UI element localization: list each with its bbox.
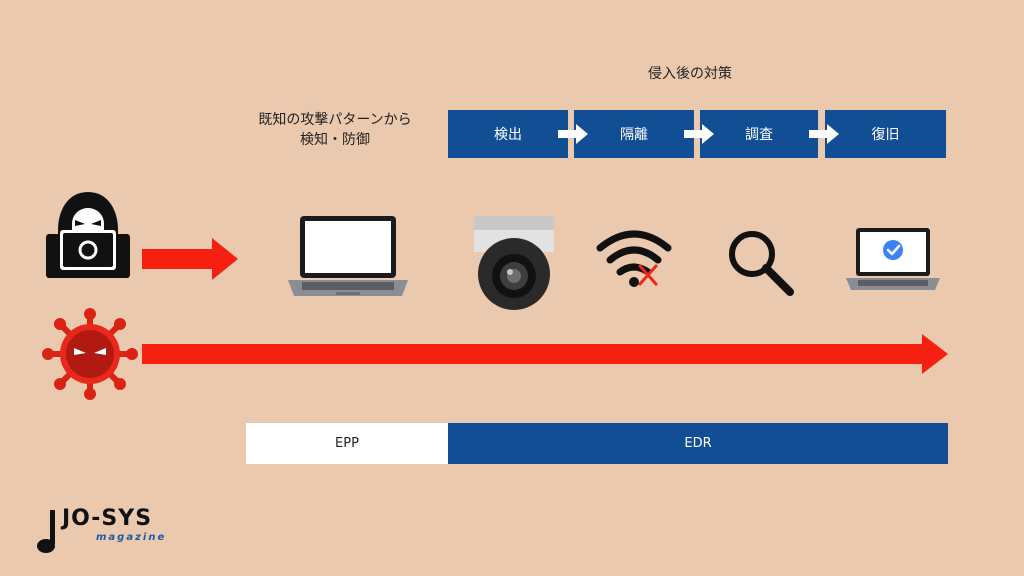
step-isolate: 隔離 [574,110,694,158]
step-arrow-icon [558,124,588,144]
intrusion-arrow-short [142,238,238,280]
known-attack-caption: 既知の攻撃パターンから 検知・防御 [240,110,430,150]
step-arrow-icon [809,124,839,144]
verified-laptop-icon [846,228,940,290]
step-arrow-icon [684,124,714,144]
step-recover: 復旧 [825,110,946,158]
logo-brand: JO-SYS [62,506,153,531]
laptop-icon [288,216,408,296]
hacker-icon [46,192,130,278]
step-detect: 検出 [448,110,568,158]
security-camera-icon [474,216,554,310]
known-attack-line-1: 既知の攻撃パターンから [258,112,412,128]
post-intrusion-title: 侵入後の対策 [648,66,732,82]
magnifier-icon [729,231,794,296]
epp-bar: EPP [246,423,448,464]
step-investigate: 調査 [700,110,818,158]
jo-sys-logo: JO-SYS magazine [36,506,186,556]
attack-arrow-long [142,334,948,374]
known-attack-line-2: 検知・防御 [300,132,370,148]
virus-icon [42,308,138,400]
music-note-icon [37,510,55,553]
wifi-off-icon [596,230,672,287]
logo-tagline: magazine [96,532,167,543]
edr-bar: EDR [448,423,948,464]
